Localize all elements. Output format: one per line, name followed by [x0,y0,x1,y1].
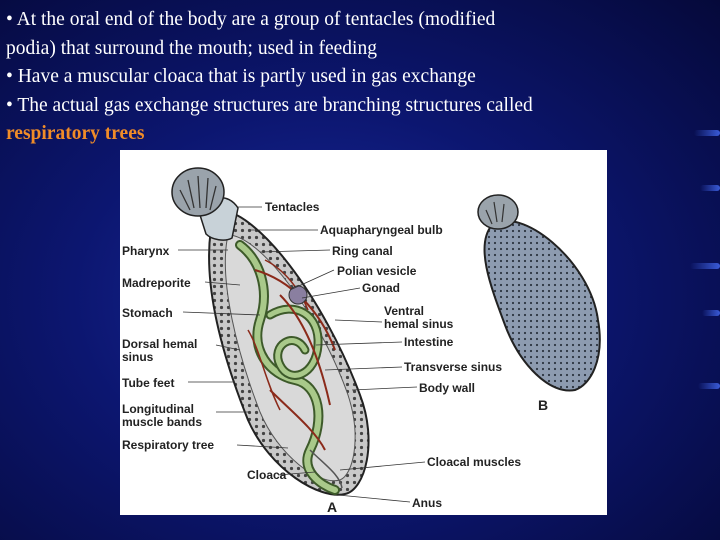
label-longitudinal: Longitudinal [122,402,194,416]
label-cloaca: Cloaca [247,468,287,482]
label-tube-feet: Tube feet [122,376,174,390]
label-hemal-sinus: hemal sinus [384,317,454,331]
decor-bar [694,130,720,136]
label-madreporite: Madreporite [122,276,191,290]
decor-bar [698,383,720,389]
label-tentacles: Tentacles [265,200,320,214]
bullet-2: • Have a muscular cloaca that is partly … [6,66,476,87]
specimen-b-body [477,194,601,392]
anatomy-svg: Tentacles Aquapharyngeal bulb Pharynx Ri… [122,167,601,515]
leader-lines [178,206,426,503]
label-stomach: Stomach [122,306,173,320]
label-aquapharyngeal-bulb: Aquapharyngeal bulb [320,223,443,237]
decor-bar [690,263,720,269]
label-sinus: sinus [122,350,154,364]
label-muscle-bands: muscle bands [122,415,202,429]
label-transverse-sinus: Transverse sinus [404,360,502,374]
decor-bar [700,185,720,191]
decor-bar [702,310,720,316]
bullet-text: • At the oral end of the body are a grou… [6,6,706,149]
sea-cucumber-diagram: Tentacles Aquapharyngeal bulb Pharynx Ri… [120,150,607,515]
label-ventral: Ventral [384,304,424,318]
label-body-wall: Body wall [419,381,475,395]
label-panel-b: B [538,397,548,413]
label-ring-canal: Ring canal [332,244,393,258]
bullet-1-line-2: podia) that surround the mouth; used in … [6,37,377,59]
label-polian-vesicle: Polian vesicle [337,264,417,278]
label-panel-a: A [327,499,337,515]
label-pharynx: Pharynx [122,244,170,258]
label-respiratory-tree: Respiratory tree [122,438,214,452]
label-cloacal-muscles: Cloacal muscles [427,455,521,469]
label-anus: Anus [412,496,442,510]
label-gonad: Gonad [362,281,400,295]
bullet-1-line-1: • At the oral end of the body are a grou… [6,9,496,30]
label-dorsal-hemal: Dorsal hemal [122,337,197,351]
highlight-term: respiratory trees [6,123,145,144]
label-intestine: Intestine [404,335,454,349]
bullet-3: • The actual gas exchange structures are… [6,94,533,116]
